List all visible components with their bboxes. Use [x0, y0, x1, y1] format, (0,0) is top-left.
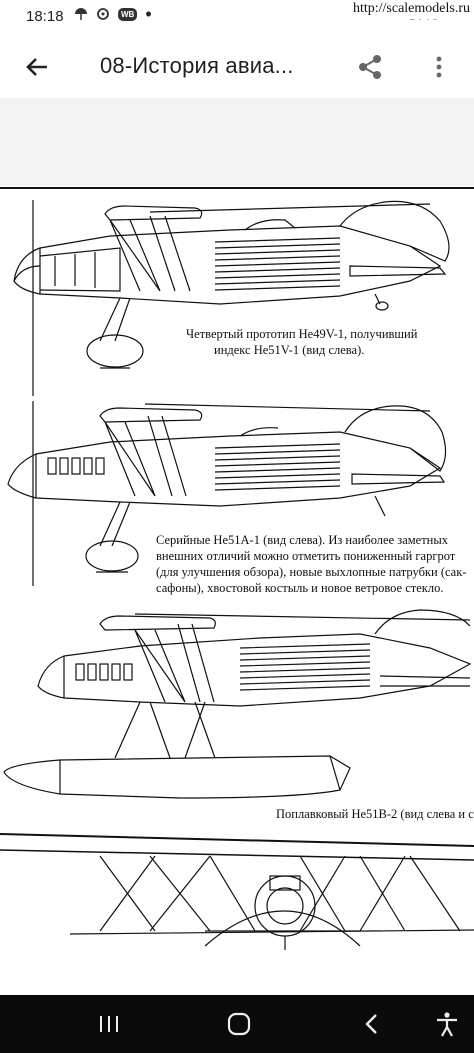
aircraft-he51v1-drawing: [13, 200, 450, 369]
document-image[interactable]: Четвертый прототип Не49V-1, получивший и…: [0, 186, 474, 950]
page-title: 08-История авиа...: [100, 53, 294, 78]
caption-plane3: Поплавковый Не51В-2 (вид слева и с: [276, 806, 474, 822]
nav-back-button[interactable]: [357, 1009, 387, 1039]
recent-apps-icon: [100, 1016, 118, 1032]
caption-line: сафоны), хвостовой костыль и новое ветро…: [156, 581, 444, 595]
more-vert-icon: [436, 56, 442, 78]
sync-icon: [97, 8, 109, 20]
caption-plane2: Серийные Не51А-1 (вид слева). Из наиболе…: [156, 532, 466, 596]
caption-line: Четвертый прототип Не49V-1, получивший: [186, 327, 418, 341]
header-spacer: [0, 98, 474, 186]
weather-icon: [75, 8, 87, 20]
accessibility-icon: [437, 1012, 457, 1037]
wb-badge: WB: [118, 7, 138, 21]
caption-line: Серийные Не51А-1 (вид слева). Из наиболе…: [156, 533, 449, 547]
content-bottom-spacer: [0, 950, 474, 995]
back-button[interactable]: [22, 52, 52, 82]
home-icon: [227, 1012, 251, 1036]
recent-apps-button[interactable]: [94, 1009, 124, 1039]
app-bar: 08-История авиа...: [0, 34, 474, 98]
caption-line: (для улучшения обзора), новые выхлопные …: [156, 565, 467, 579]
share-icon: [359, 55, 381, 79]
aircraft-he51b2-drawing: [3, 609, 472, 799]
more-options-button[interactable]: [428, 52, 450, 82]
caption-line: индекс Не51V-1 (вид слева).: [214, 343, 365, 357]
share-button[interactable]: [355, 52, 385, 82]
aircraft-front-view-drawing: [0, 833, 474, 950]
watermark: http://scalemodels.ru: [346, 0, 474, 19]
caption-line: Поплавковый Не51В-2 (вид слева и с: [276, 807, 474, 821]
status-time: 18:18: [26, 8, 64, 25]
system-nav-bar: [0, 995, 474, 1053]
aircraft-drawings-figure: [0, 187, 474, 950]
home-button[interactable]: [224, 1009, 254, 1039]
notification-dot: •: [145, 4, 152, 24]
caption-plane1: Четвертый прототип Не49V-1, получивший и…: [186, 326, 417, 358]
arrow-back-icon: [26, 58, 47, 76]
caption-line: внешних отличий можно отметить пониженны…: [156, 549, 456, 563]
accessibility-button[interactable]: [432, 1009, 462, 1039]
chevron-back-icon: [365, 1014, 377, 1034]
aircraft-he51a1-drawing: [7, 403, 447, 573]
status-icons: WB •: [74, 4, 152, 24]
